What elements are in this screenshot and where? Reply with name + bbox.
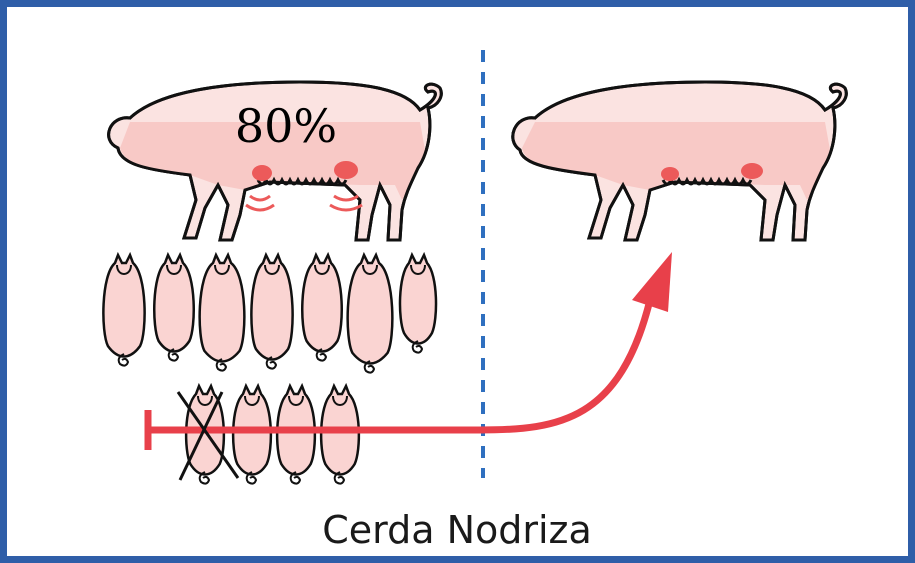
sow-right-icon xyxy=(513,82,846,240)
piglet-icon xyxy=(200,255,245,371)
piglet-row-bottom xyxy=(186,386,359,484)
piglet-icon xyxy=(103,255,144,366)
piglet-icon xyxy=(348,255,393,373)
piglet-icon xyxy=(302,255,341,361)
sow-fill-percentage: 80% xyxy=(235,99,337,153)
piglet-row-top xyxy=(103,255,436,373)
piglet-icon xyxy=(251,255,292,369)
piglet-icon xyxy=(233,386,271,484)
piglet-icon xyxy=(154,255,193,361)
piglet-icon xyxy=(321,386,359,484)
diagram-caption: Cerda Nodriza xyxy=(322,508,592,552)
piglet-icon xyxy=(400,255,436,353)
piglet-icon xyxy=(277,386,315,484)
